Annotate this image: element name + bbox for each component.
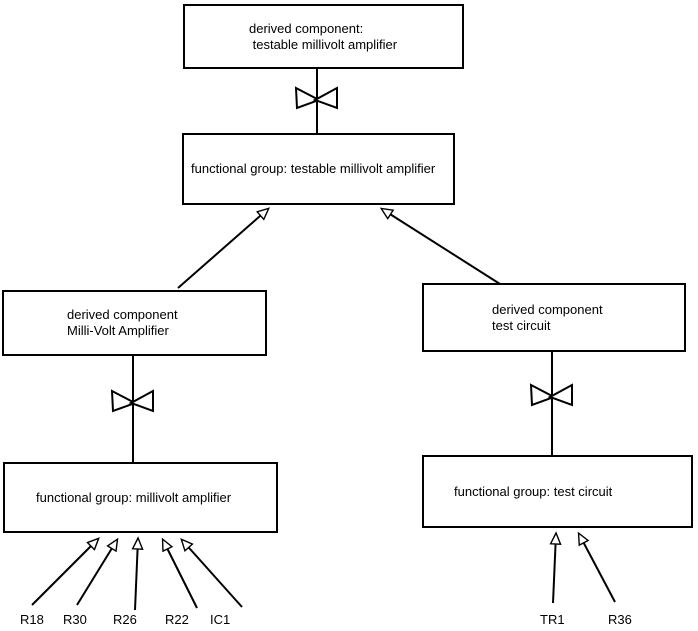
arrow-r26-to-fg-millivolt: [135, 539, 138, 611]
node-label: functional group: millivolt amplifier: [36, 489, 232, 505]
node-derived-milli-volt-amplifier: derived component Milli-Volt Amplifier: [2, 290, 267, 356]
node-label: functional group: testable millivolt amp…: [191, 161, 436, 176]
arrow-r36-to-fg-test: [579, 534, 616, 603]
component-label-r22: R22: [165, 612, 189, 627]
bowtie-connector-icon: [110, 389, 154, 413]
component-label-r18: R18: [20, 612, 44, 627]
arrow-tr1-to-fg-test: [553, 534, 556, 604]
component-label-ic1: IC1: [210, 612, 231, 627]
bowtie-connector-icon: [294, 86, 338, 110]
node-derived-testable-millivolt-amplifier: derived component: testable millivolt am…: [183, 4, 464, 69]
node-label: test circuit: [492, 317, 551, 333]
node-label: derived component: [492, 301, 603, 317]
component-label-r30: R30: [63, 612, 87, 627]
node-label: derived component: [67, 307, 178, 322]
component-label-tr1: TR1: [540, 612, 565, 627]
node-functional-group-millivolt-amplifier: functional group: millivolt amplifier: [3, 462, 278, 533]
arrow-test-circuit-to-fg-testable: [382, 209, 501, 285]
node-functional-group-test-circuit: functional group: test circuit: [422, 455, 693, 528]
node-label: testable millivolt amplifier: [249, 36, 398, 52]
node-label: functional group: test circuit: [454, 483, 613, 499]
node-label: derived component:: [249, 20, 364, 36]
component-label-r36: R36: [608, 612, 632, 627]
arrow-r30-to-fg-millivolt: [76, 540, 117, 606]
node-derived-test-circuit: derived component test circuit: [422, 283, 686, 352]
component-label-r26: R26: [113, 612, 137, 627]
arrow-ic1-to-fg-millivolt: [182, 540, 243, 608]
bowtie-connector-icon: [529, 383, 573, 407]
arrow-r18-to-fg-millivolt: [31, 539, 98, 606]
arrow-milli-volt-amplifier-to-fg-testable: [177, 209, 268, 289]
arrow-r22-to-fg-millivolt: [163, 540, 198, 609]
node-functional-group-testable-millivolt-amplifier: functional group: testable millivolt amp…: [182, 133, 455, 205]
node-label: Milli-Volt Amplifier: [67, 323, 169, 338]
